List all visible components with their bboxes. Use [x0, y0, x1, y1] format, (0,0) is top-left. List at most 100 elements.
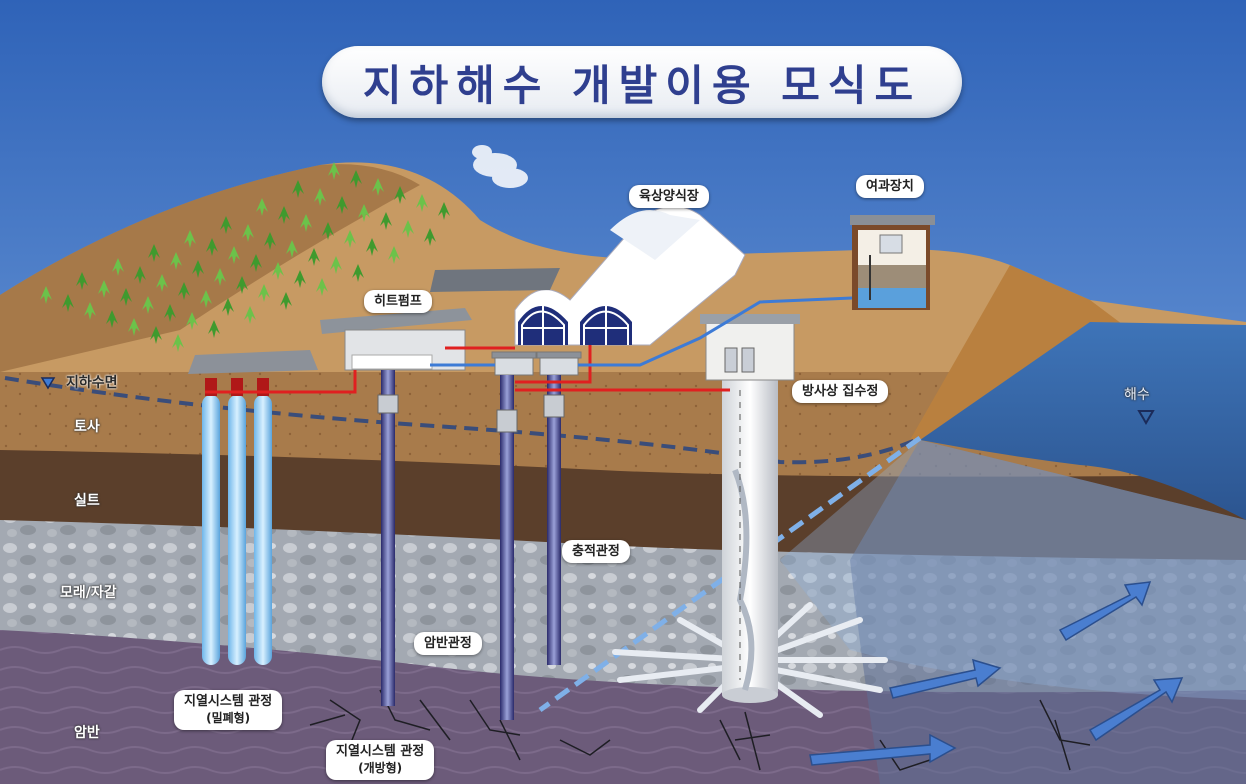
label-geothermal-open: 지열시스템 관정 (개방형) — [326, 740, 435, 780]
crop-plant — [380, 212, 392, 230]
crop-plant — [242, 224, 254, 242]
crop-plant — [150, 326, 162, 344]
crop-plant — [98, 280, 110, 298]
crop-plant — [358, 204, 370, 222]
crop-plant — [214, 268, 226, 286]
sea — [920, 322, 1246, 520]
crop-plant — [76, 272, 88, 290]
crop-plant — [294, 270, 306, 288]
crop-plant — [172, 334, 184, 352]
well-slab — [188, 350, 318, 374]
aquaculture-greenhouse — [514, 205, 746, 346]
water-level-triangle-icon — [1137, 410, 1155, 425]
crop-plant — [438, 202, 450, 220]
hill-shade — [0, 164, 420, 372]
label-aquaculture: 육상양식장 — [629, 185, 709, 208]
crop-plant — [272, 262, 284, 280]
crop-plant — [336, 196, 348, 214]
crop-plant — [148, 244, 160, 262]
crop-plant — [424, 228, 436, 246]
crop-plant — [372, 178, 384, 196]
bedrock-observation-well — [496, 375, 518, 720]
crop-plant — [258, 284, 270, 302]
crop-plant — [184, 230, 196, 248]
crop-plant — [264, 232, 276, 250]
crop-plant — [120, 288, 132, 306]
heat-pump — [320, 268, 560, 371]
crop-plant — [200, 290, 212, 308]
crop-plant — [62, 294, 74, 312]
geothermal-closed-line1: 지열시스템 관정 — [184, 694, 273, 709]
crop-plant — [388, 246, 400, 264]
freshwater-seawater-boundary — [538, 435, 922, 713]
crop-plant — [156, 274, 168, 292]
label-seawater: 해수 — [1124, 387, 1150, 403]
crop-plant — [278, 206, 290, 224]
layer-soil: 토사 — [74, 419, 100, 435]
crop-plant — [244, 306, 256, 324]
geothermal-open-line1: 지열시스템 관정 — [336, 744, 425, 759]
crop-plant — [128, 318, 140, 336]
crop-plant — [352, 264, 364, 282]
closed-loop-wells — [202, 378, 272, 665]
crop-plant — [178, 282, 190, 300]
crop-plant — [350, 170, 362, 188]
crop-plant — [164, 304, 176, 322]
crop-plant — [236, 276, 248, 294]
bedrock-fractures — [309, 689, 1091, 771]
alluvial-observation-well — [543, 375, 565, 665]
crop-plant — [40, 286, 52, 304]
crop-plant — [106, 310, 118, 328]
crop-plant — [402, 220, 414, 238]
geothermal-open-line2: (개방형) — [358, 761, 403, 775]
filter-device — [850, 215, 935, 310]
layer-bedrock: 암반 — [74, 725, 100, 741]
cloud — [472, 145, 528, 188]
label-heat-pump: 히트펌프 — [364, 290, 432, 313]
label-bedrock-well: 암반관정 — [414, 632, 482, 655]
label-collector-well: 방사상 집수정 — [792, 380, 889, 403]
layer-sand-gravel: 모래/자갈 — [60, 585, 117, 601]
crop-plant — [228, 246, 240, 264]
crop-plant — [186, 312, 198, 330]
crop-plant — [250, 254, 262, 272]
crop-plant — [416, 194, 428, 212]
label-geothermal-closed: 지열시스템 관정 (밀폐형) — [174, 690, 283, 730]
open-loop-well — [377, 370, 399, 706]
water-level-triangle-icon — [40, 377, 56, 390]
crop-plant — [134, 266, 146, 284]
crop-plant — [314, 188, 326, 206]
crop-plant — [192, 260, 204, 278]
crop-plant — [206, 238, 218, 256]
layer-silt: 실트 — [74, 493, 100, 509]
crop-plant — [330, 256, 342, 274]
coastal-slope — [910, 265, 1130, 445]
label-filter: 여과장치 — [856, 175, 924, 198]
crop-plant — [394, 186, 406, 204]
crop-plant — [316, 278, 328, 296]
crop-plant — [170, 252, 182, 270]
layer-water-table: 지하수면 — [66, 375, 118, 391]
crop-plant — [286, 240, 298, 258]
crop-plant — [220, 216, 232, 234]
crop-plant — [222, 298, 234, 316]
title-text: 지하해수 개발이용 모식도 — [362, 60, 922, 110]
crop-plant — [328, 162, 340, 180]
crop-plant — [280, 292, 292, 310]
crop-plant — [142, 296, 154, 314]
crop-plant — [256, 198, 268, 216]
diagram-title: 지하해수 개발이용 모식도 — [322, 46, 962, 118]
flow-arrow-icon — [809, 581, 1184, 766]
crop-plant — [322, 222, 334, 240]
geothermal-closed-line2: (밀폐형) — [206, 711, 251, 725]
crop-plant — [112, 258, 124, 276]
crop-field — [40, 162, 450, 352]
pipelines — [205, 296, 853, 394]
crop-plant — [292, 180, 304, 198]
crop-plant — [308, 248, 320, 266]
crop-plant — [344, 230, 356, 248]
crop-plant — [84, 302, 96, 320]
crop-plant — [300, 214, 312, 232]
crop-plant — [208, 320, 220, 338]
